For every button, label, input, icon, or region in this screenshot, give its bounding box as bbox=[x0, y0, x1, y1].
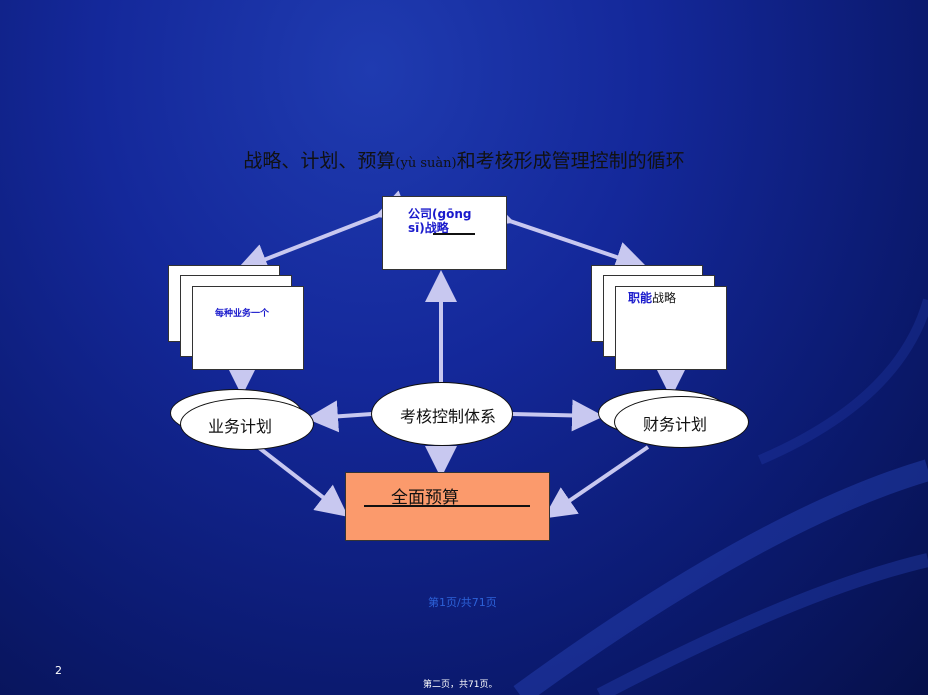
business-strategy-box: 每种业务一个 bbox=[192, 286, 304, 370]
footer-page-count: 第二页，共71页。 bbox=[423, 680, 498, 690]
arrow-strategy-to-functional bbox=[479, 197, 648, 273]
slide-number: 2 bbox=[55, 664, 62, 677]
business-plan-label: 业务计划 bbox=[208, 417, 273, 436]
functional-strategy-box: 职能战略 bbox=[615, 286, 727, 370]
arrow-strategy-to-business bbox=[235, 190, 411, 275]
total-budget-box: 全面预算 bbox=[345, 472, 550, 541]
business-strategy-label: 每种业务一个 bbox=[215, 309, 270, 319]
assessment-system-ellipse: 考核控制体系 bbox=[371, 382, 513, 446]
arrow-business-plan-to-budget bbox=[256, 445, 349, 517]
arrow-financial-plan-to-budget bbox=[543, 445, 650, 519]
slide-title: 战略、计划、预算(yù suàn)和考核形成管理控制的循环 bbox=[243, 150, 685, 172]
page-info: 第1页/共71页 bbox=[428, 596, 497, 609]
underline bbox=[433, 233, 475, 235]
arrow-assessment-to-financial-plan bbox=[511, 399, 604, 432]
arrow-assessment-to-business-plan bbox=[306, 400, 373, 433]
business-plan-ellipse: 业务计划 bbox=[180, 398, 314, 450]
total-budget-label: 全面预算 bbox=[391, 488, 459, 508]
financial-plan-label: 财务计划 bbox=[643, 415, 708, 434]
underline bbox=[364, 505, 530, 507]
functional-strategy-label: 职能战略 bbox=[628, 291, 677, 305]
company-strategy-label: 公司(gōng sī)战略 bbox=[408, 207, 472, 235]
company-strategy-box: 公司(gōng sī)战略 bbox=[382, 196, 507, 270]
assessment-system-label: 考核控制体系 bbox=[400, 407, 497, 426]
financial-plan-ellipse: 财务计划 bbox=[614, 396, 749, 448]
